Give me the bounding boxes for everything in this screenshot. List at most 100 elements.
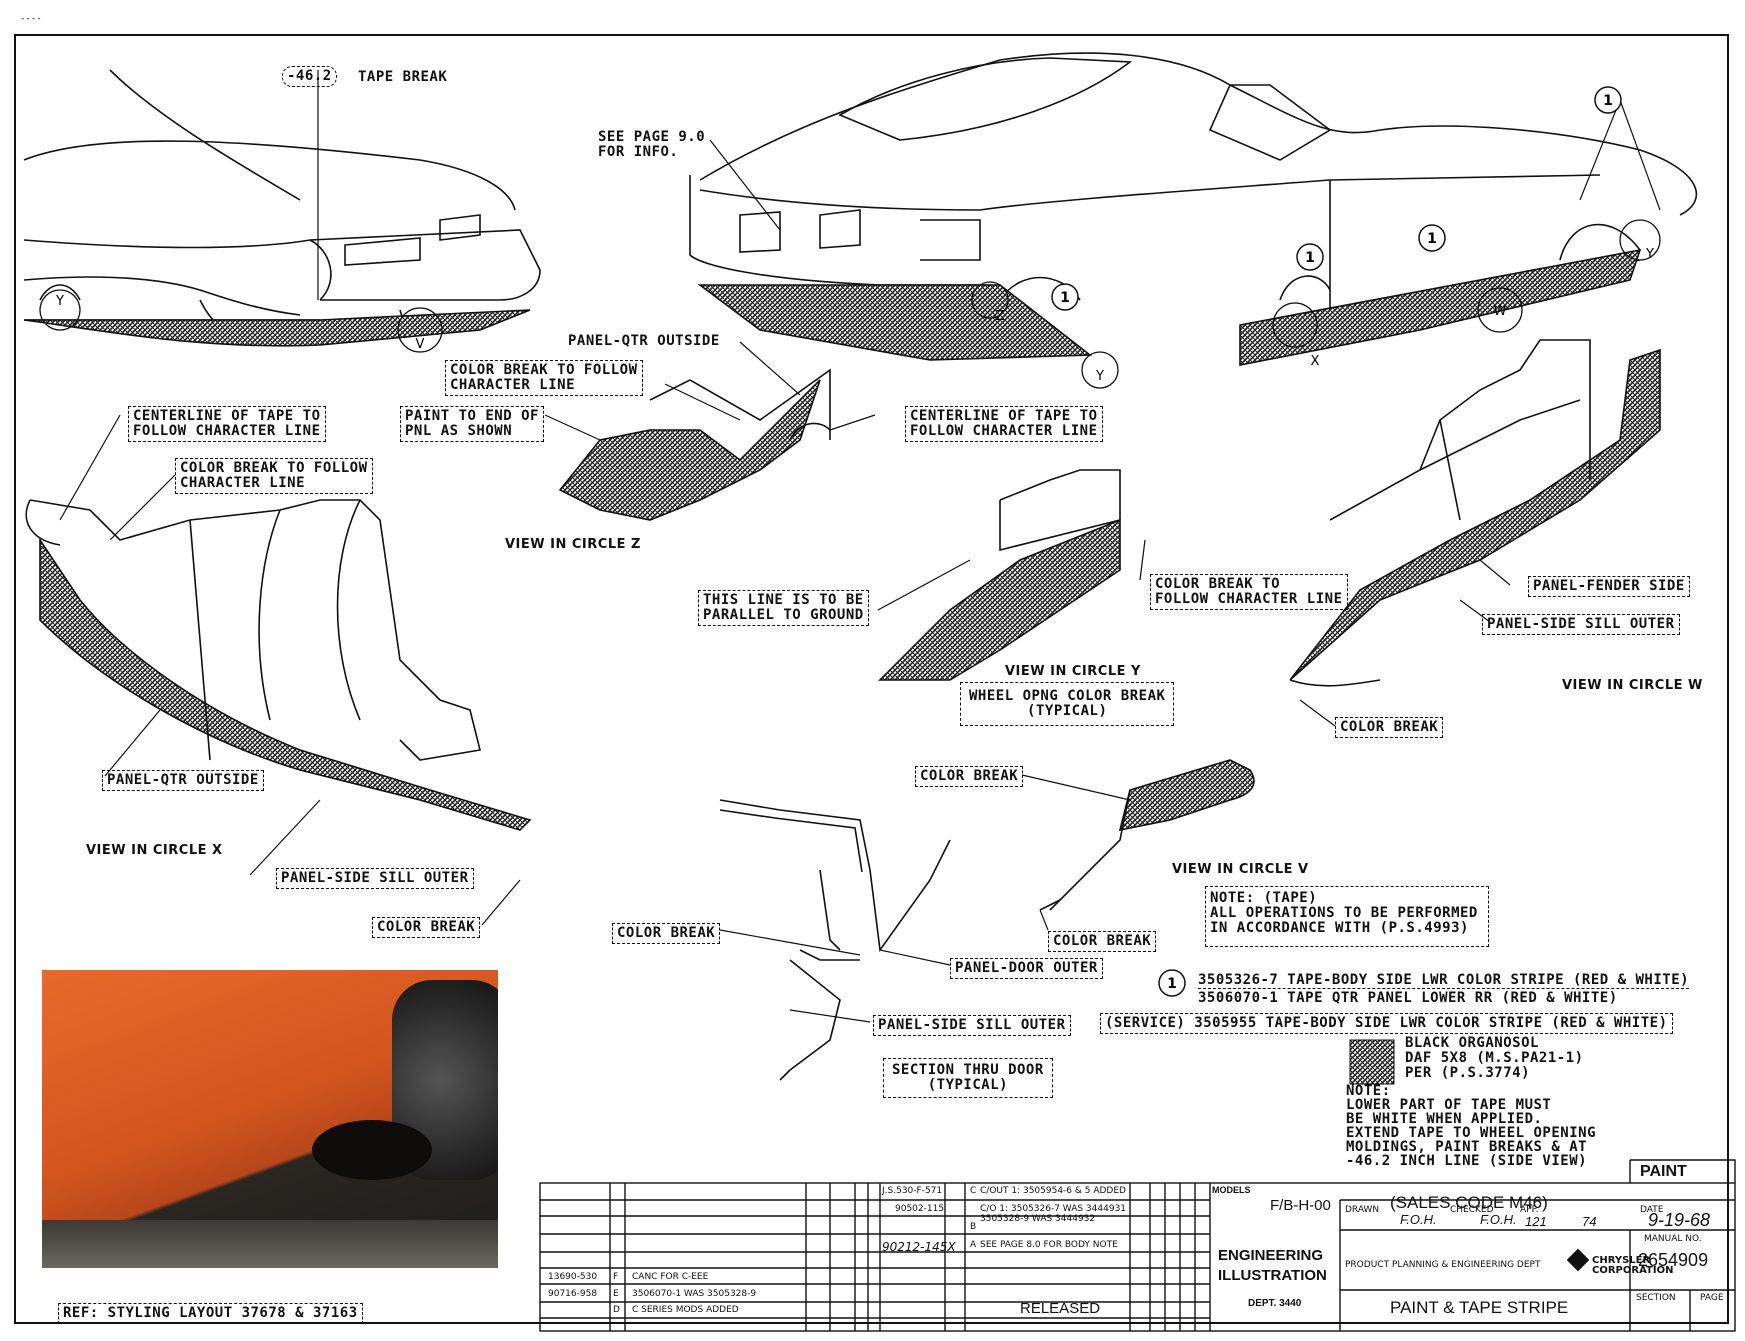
sales-code: (SALES CODE M46) <box>1390 1193 1548 1212</box>
rev-desc: CANC FOR C-EEE <box>632 1272 709 1282</box>
tape-note: NOTE: (TAPE) ALL OPERATIONS TO BE PERFOR… <box>1205 886 1489 947</box>
view-circle-z-label: VIEW IN CIRCLE Z <box>505 537 641 552</box>
company-label: CHRYSLER CORPORATION <box>1592 1255 1674 1276</box>
rev-letter: D <box>613 1305 620 1315</box>
page-label: PAGE <box>1700 1293 1724 1303</box>
callout-number: 1 <box>1603 93 1613 109</box>
rev-desc: C/O 1: 3505326-7 WAS 3444931 3505328-9 W… <box>980 1204 1127 1224</box>
view-letters: Y V Z Y X W Y <box>55 247 1654 384</box>
view-letter: Y <box>1095 369 1104 384</box>
panel-side-sill-outer-w-label: PANEL-SIDE SILL OUTER <box>1482 614 1680 635</box>
models-label: MODELS <box>1212 1185 1251 1195</box>
drawn-value: F.O.H. <box>1400 1212 1437 1227</box>
service-part: (SERVICE) 3505955 TAPE-BODY SIDE LWR COL… <box>1100 1013 1673 1034</box>
checked-label: CHECKED <box>1450 1205 1494 1215</box>
released-label: RELEASED <box>1020 1300 1101 1317</box>
drawing-title: PAINT & TAPE STRIPE <box>1390 1298 1569 1317</box>
view-circle-v-label: VIEW IN CIRCLE V <box>1172 862 1309 877</box>
panel-door-outer-label: PANEL-DOOR OUTER <box>950 958 1103 979</box>
ref-styling-label: REF: STYLING LAYOUT 37678 & 37163 <box>58 1303 363 1324</box>
color-break-v2-label: COLOR BREAK <box>1048 931 1157 952</box>
rev-letter: C <box>970 1186 977 1196</box>
appd2-value: 74 <box>1582 1214 1597 1229</box>
rev-ref: 90716-958 <box>548 1289 598 1299</box>
lower-part-note: NOTE: LOWER PART OF TAPE MUST BE WHITE W… <box>1346 1083 1597 1169</box>
appd-value: 121 <box>1525 1214 1547 1229</box>
see-page-label: SEE PAGE 9.0 FOR INFO. <box>598 129 706 160</box>
car-rocker-photo <box>42 970 498 1268</box>
paint-label: PAINT <box>1640 1163 1687 1180</box>
wheel-well-image <box>312 1120 432 1180</box>
date-label: DATE <box>1640 1205 1664 1215</box>
section-label: SECTION <box>1636 1293 1676 1303</box>
dept-label: DEPT. 3440 <box>1248 1298 1302 1309</box>
panel-side-sill-outer-door-label: PANEL-SIDE SILL OUTER <box>873 1015 1071 1036</box>
rev-desc: SEE PAGE 8.0 FOR BODY NOTE <box>980 1240 1118 1250</box>
centerline-right-label: CENTERLINE OF TAPE TO FOLLOW CHARACTER L… <box>905 406 1103 442</box>
wheel-opng-label: WHEEL OPNG COLOR BREAK (TYPICAL) <box>960 682 1175 726</box>
callout-number: 1 <box>1305 250 1315 266</box>
view-letter: W <box>1494 304 1507 319</box>
ground-image <box>42 1220 498 1268</box>
top-mark: ---- <box>20 14 42 24</box>
view-circle-z-drawing <box>558 368 831 521</box>
panel-side-sill-outer-x-label: PANEL-SIDE SILL OUTER <box>276 868 474 889</box>
callout-number: 1 <box>1167 976 1177 992</box>
panel-qtr-outside-top: PANEL-QTR OUTSIDE <box>568 333 720 349</box>
view-circle-y-label: VIEW IN CIRCLE Y <box>1005 664 1141 679</box>
view-letter: Y <box>1645 247 1654 262</box>
organosol-note: BLACK ORGANOSOL DAF 5X8 (M.S.PA21-1) PER… <box>1405 1035 1584 1081</box>
panel-qtr-outside-x-label: PANEL-QTR OUTSIDE <box>102 770 264 791</box>
callout-number: 1 <box>1060 290 1070 306</box>
color-break-v-label: COLOR BREAK <box>915 766 1024 787</box>
view-letter: Z <box>996 309 1005 324</box>
rev-ref: J.S.530-F-571 <box>882 1186 943 1196</box>
color-break-follow-top: COLOR BREAK TO FOLLOW CHARACTER LINE <box>445 360 643 396</box>
view-letter: X <box>1311 354 1320 369</box>
manual-no-label: MANUAL NO. <box>1644 1234 1702 1244</box>
part-number-2: 3506070-1 TAPE QTR PANEL LOWER RR (RED &… <box>1198 990 1618 1006</box>
color-break-follow-y-label: COLOR BREAK TO FOLLOW CHARACTER LINE <box>1150 574 1348 610</box>
rev-desc: 3506070-1 WAS 3505328-9 <box>632 1289 757 1299</box>
paint-to-end-label: PAINT TO END OF PNL AS SHOWN <box>400 406 544 442</box>
rev-ref: 13690-530 <box>548 1272 598 1282</box>
appd-label: APP. <box>1520 1205 1539 1215</box>
rev-letter: A <box>970 1240 977 1250</box>
color-break-x-label: COLOR BREAK <box>372 917 481 938</box>
manual-no-value: 2654909 <box>1638 1250 1709 1270</box>
organosol-swatch <box>1349 1039 1395 1085</box>
view-circle-x-label: VIEW IN CIRCLE X <box>86 843 223 858</box>
view-letter: V <box>416 337 425 352</box>
rev-ref: 90212-145X <box>882 1240 956 1254</box>
drawing-frame <box>14 34 1729 1324</box>
view-circle-y-drawing <box>878 469 1121 681</box>
callout-number: 1 <box>1427 231 1437 247</box>
tape-break-label: TAPE BREAK <box>358 69 448 85</box>
checked-value: F.O.H. <box>1480 1212 1517 1227</box>
section-thru-door-drawing <box>719 799 951 1081</box>
rev-letter: F <box>613 1272 619 1282</box>
callout-circles <box>1051 86 1622 997</box>
view-letter: Y <box>55 294 64 309</box>
view-circle-w-label: VIEW IN CIRCLE W <box>1562 678 1703 693</box>
view-circle-x-drawing <box>25 499 532 831</box>
panel-fender-side-label: PANEL-FENDER SIDE <box>1528 576 1690 597</box>
rev-letter: B <box>970 1222 977 1232</box>
rev-ref: 90502-115 <box>895 1204 945 1214</box>
section-thru-door-label: SECTION THRU DOOR (TYPICAL) <box>883 1058 1053 1098</box>
view-circle-w-drawing <box>1289 339 1661 687</box>
this-line-parallel-label: THIS LINE IS TO BE PARALLEL TO GROUND <box>698 590 869 626</box>
color-break-door-label: COLOR BREAK <box>612 923 721 944</box>
rev-letter: E <box>613 1289 619 1299</box>
view-circle-v-drawing <box>1039 759 1255 911</box>
rev-desc: C SERIES MODS ADDED <box>632 1305 739 1315</box>
models-value: F/B-H-00 <box>1270 1197 1331 1214</box>
title-block-grid <box>539 1159 1736 1332</box>
date-value: 9-19-68 <box>1648 1210 1711 1230</box>
centerline-left-label: CENTERLINE OF TAPE TO FOLLOW CHARACTER L… <box>128 406 326 442</box>
engineering-illustration: ENGINEERING ILLUSTRATION <box>1218 1247 1327 1284</box>
view-circles <box>39 219 1661 389</box>
planning-label: PRODUCT PLANNING & ENGINEERING DEPT <box>1345 1260 1541 1270</box>
part-number-1: 3505326-7 TAPE-BODY SIDE LWR COLOR STRIP… <box>1198 972 1690 989</box>
